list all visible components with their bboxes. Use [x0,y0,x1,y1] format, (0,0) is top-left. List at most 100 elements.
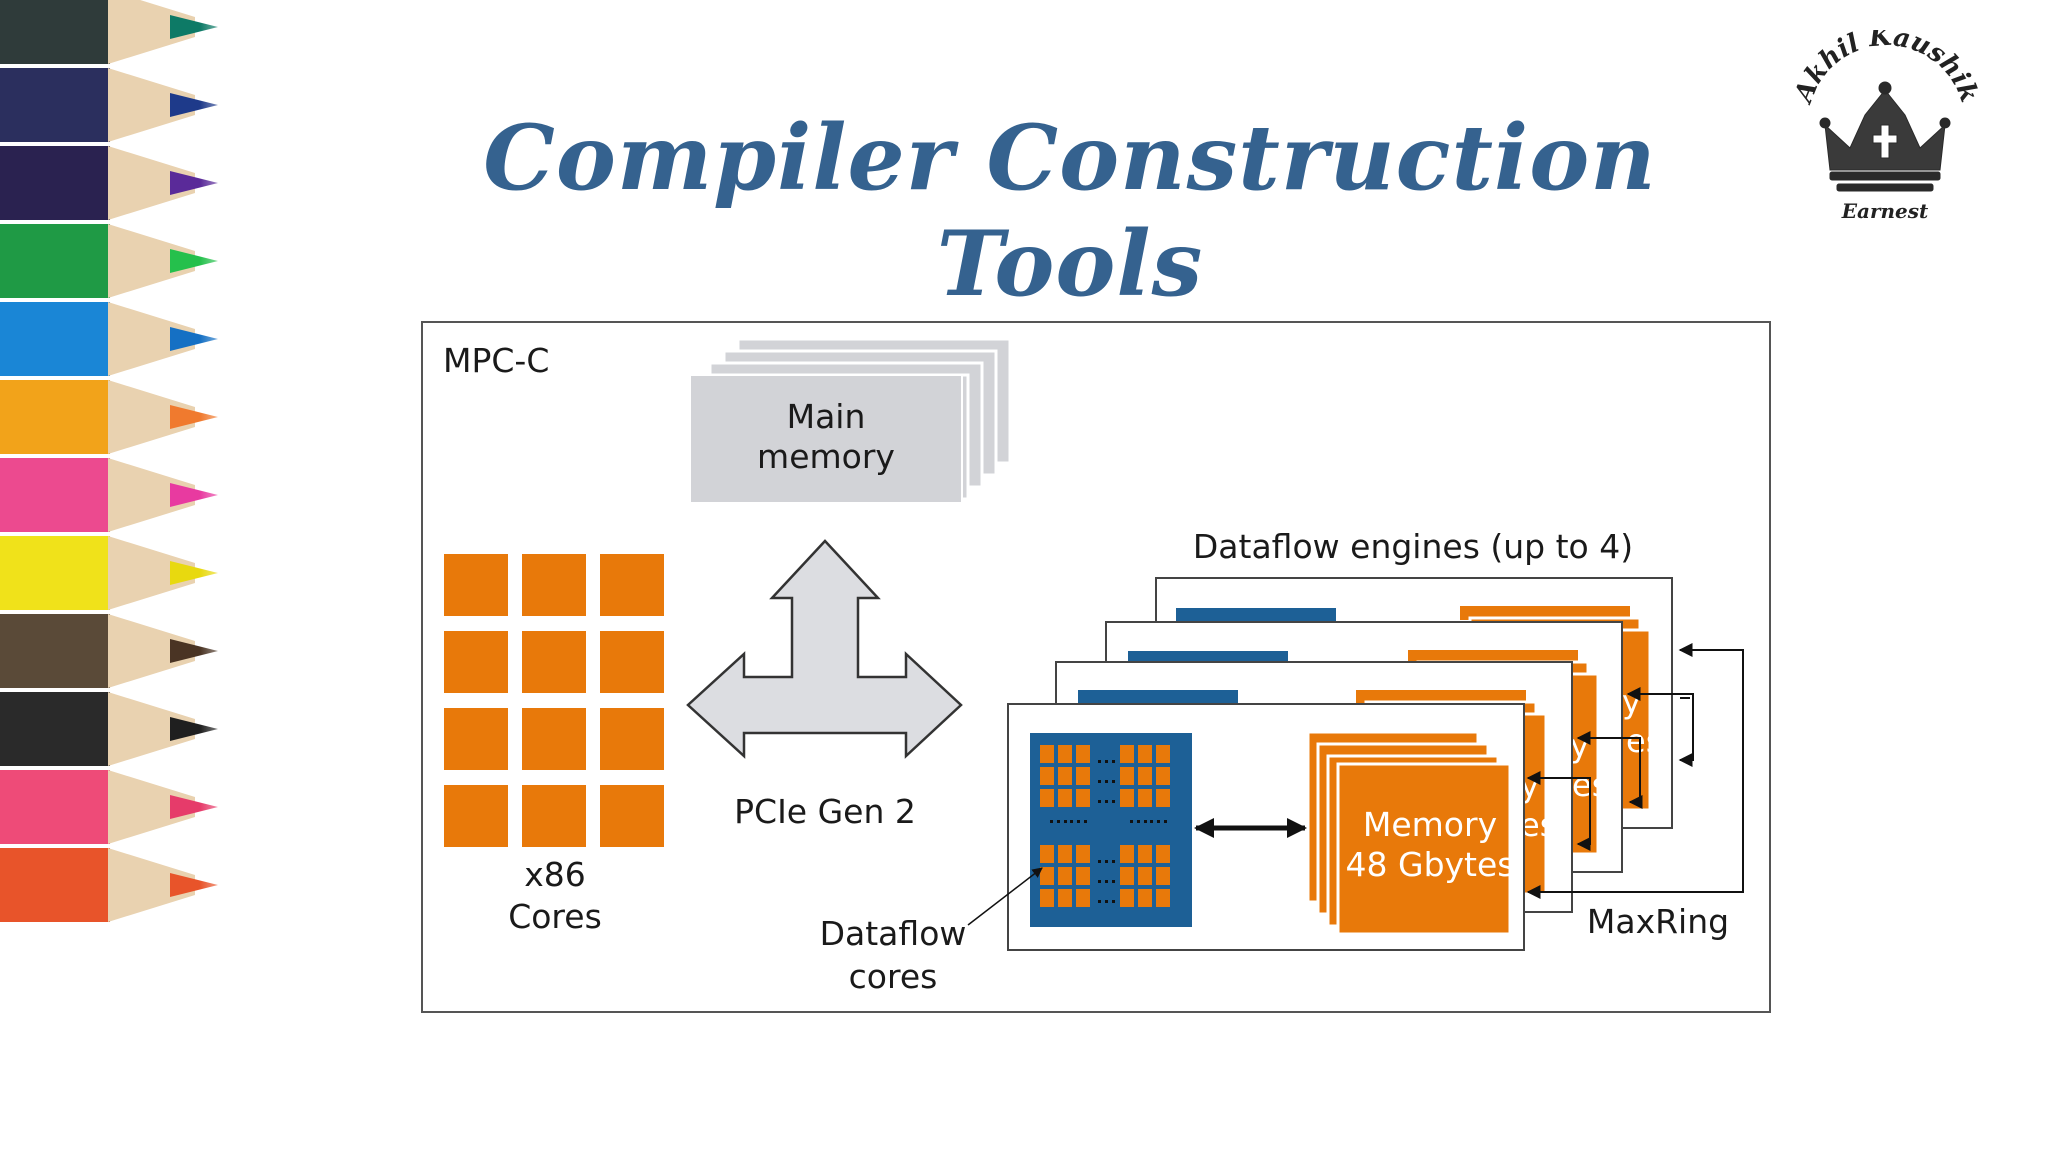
pencil-wood [108,692,195,766]
pencil-tip [170,249,218,273]
dataflow-cell [1120,789,1134,807]
dataflow-core-cells [1040,745,1170,907]
chip-dot [1112,800,1115,803]
pencil-body [0,224,110,298]
chip-dot [1112,760,1115,763]
chip-dot [1084,820,1087,823]
dataflow-cell [1120,845,1134,863]
pencil-body [0,302,110,376]
pencil-tip [170,717,218,741]
pencil-body [0,614,110,688]
dataflow-cell [1156,867,1170,885]
chip-dot [1057,820,1060,823]
x86-core [522,708,586,770]
chip-dot [1112,780,1115,783]
dataflow-cell [1040,845,1054,863]
pencil-tip [170,873,218,897]
chip-dot [1112,880,1115,883]
dataflow-cores-pointer [967,867,1043,926]
pencil-body [0,848,110,922]
pencil-wood [108,380,195,454]
pcie-arrow [686,539,963,759]
dataflow-cell [1138,745,1152,763]
pencil-wood [108,770,195,844]
pencil-tip [170,171,218,195]
chip-dot [1112,860,1115,863]
maxring-label: MaxRing [1587,902,1729,941]
dataflow-cell [1156,767,1170,785]
chip-dot [1105,780,1108,783]
x86-core [522,554,586,616]
logo-bottom-text: Earnest [1841,199,1929,223]
engine-card-1 [1007,703,1525,951]
dataflow-cell [1076,789,1090,807]
pencil-body [0,458,110,532]
dataflow-cell [1058,767,1072,785]
dataflow-cell [1138,889,1152,907]
chip-dot [1077,820,1080,823]
chip-dot [1105,860,1108,863]
chip-dot [1164,820,1167,823]
pencil-wood [108,302,195,376]
chip-dot [1105,900,1108,903]
chip-dot [1105,880,1108,883]
pencil-tip [170,639,218,663]
pencil-wood [108,146,195,220]
dataflow-cell [1138,789,1152,807]
pcie-label: PCIe Gen 2 [734,792,916,831]
pencil-tip [170,327,218,351]
chip-dot [1064,820,1067,823]
engine-2-partial-b: es [1520,806,1556,844]
chip-dot [1130,820,1133,823]
x86-core [522,631,586,693]
pencil-body [0,68,110,142]
dataflow-cell [1138,767,1152,785]
x86-core [444,554,508,616]
dataflow-cell [1120,745,1134,763]
pencil-tip [170,405,218,429]
dataflow-cell [1156,745,1170,763]
dataflow-cell [1076,867,1090,885]
dataflow-cell [1076,745,1090,763]
chip-dot [1144,820,1147,823]
dataflow-cores-label-2: cores [849,957,938,996]
dataflow-cell [1120,867,1134,885]
dataflow-cell [1076,889,1090,907]
dataflow-cell [1138,845,1152,863]
pencil-body [0,536,110,610]
main-memory-label-1: Main [787,397,866,436]
engine-4-partial-b: es [1626,722,1662,760]
chip-dot [1157,820,1160,823]
dataflow-cell [1076,845,1090,863]
pencil-tip [170,795,218,819]
dataflow-cell [1040,767,1054,785]
chip-dot [1098,780,1101,783]
dataflow-cell [1058,889,1072,907]
dataflow-cell [1058,867,1072,885]
pencil-body [0,380,110,454]
x86-core [444,631,508,693]
pencil-body [0,692,110,766]
dataflow-cell [1058,789,1072,807]
memory-label-1: Memory [1363,805,1497,844]
chip-dot [1098,760,1101,763]
dataflow-cores-label-1: Dataflow [820,914,967,953]
pencil-tip [170,561,218,585]
dataflow-cell [1058,745,1072,763]
chip-dot [1050,820,1053,823]
pencils-decoration [0,0,240,1152]
engines-label: Dataflow engines (up to 4) [1193,527,1633,566]
cores-label-1: x86 [524,855,586,894]
dataflow-cell [1040,789,1054,807]
maxring-links [1526,643,1744,899]
dataflow-cell [1040,867,1054,885]
x86-core [600,708,664,770]
dataflow-cell [1138,867,1152,885]
engine-4-partial-a: y [1622,683,1641,721]
pencil-wood [108,68,195,142]
dataflow-cell [1156,789,1170,807]
crown-icon [1819,81,1951,192]
dataflow-cell [1120,767,1134,785]
chip-dot [1098,900,1101,903]
chip-dot [1105,800,1108,803]
